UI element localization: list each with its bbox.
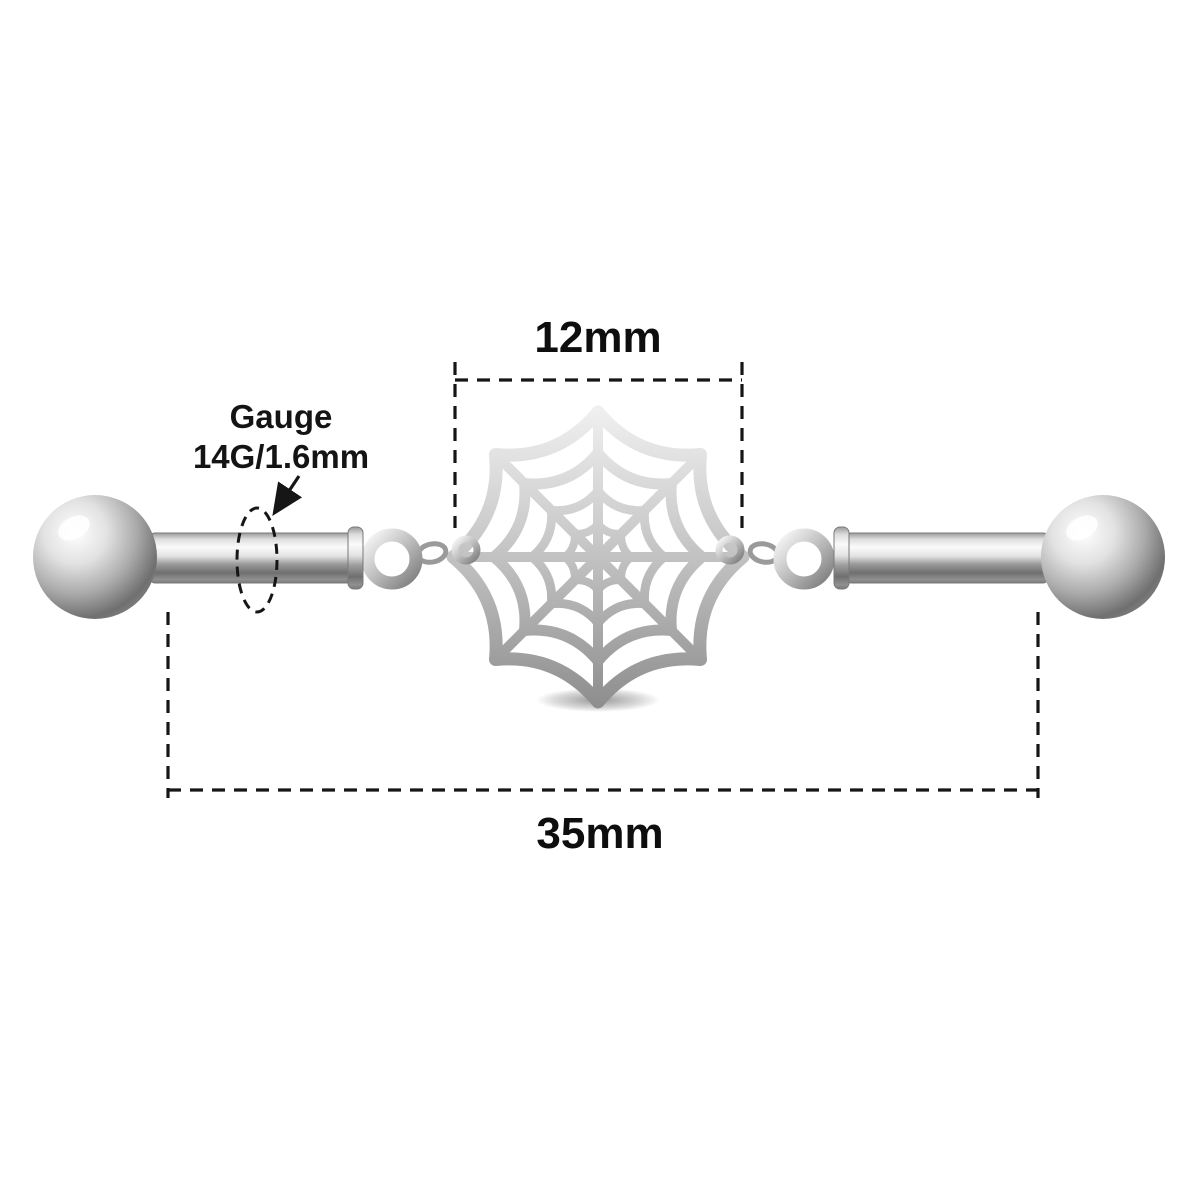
web-outer-edge [446, 405, 750, 709]
dimension-label-overall-length: 35mm [536, 809, 663, 858]
web-ring-4 [561, 520, 635, 594]
left-ring [361, 528, 423, 590]
right-bar-collar [833, 526, 850, 590]
right-charm-loop [715, 535, 745, 565]
web-center [589, 548, 607, 566]
left-bar-collar [347, 526, 364, 590]
right-ring [773, 528, 835, 590]
web-ring-2 [488, 447, 708, 667]
right-ball [1041, 495, 1165, 619]
dimension-charm-width: 12mm [453, 313, 744, 528]
web-ring-3 [527, 486, 669, 628]
gauge-arrow [272, 475, 303, 516]
left-bar [149, 532, 353, 584]
left-ball-highlight [58, 515, 90, 541]
right-ball-highlight [1066, 515, 1098, 541]
web-spokes [448, 407, 748, 707]
gauge-annotation: Gauge 14G/1.6mm [193, 398, 369, 614]
dimension-label-charm-width: 12mm [534, 313, 661, 362]
dimension-overall-length: 35mm [166, 612, 1040, 858]
left-charm-loop [451, 535, 481, 565]
spider-web-charm-icon [446, 405, 750, 709]
gauge-value: 14G/1.6mm [193, 438, 369, 475]
gauge-label: Gauge [230, 398, 333, 435]
right-bar [845, 532, 1049, 584]
gauge-measure-ellipse [235, 506, 279, 614]
left-ball [33, 495, 157, 619]
